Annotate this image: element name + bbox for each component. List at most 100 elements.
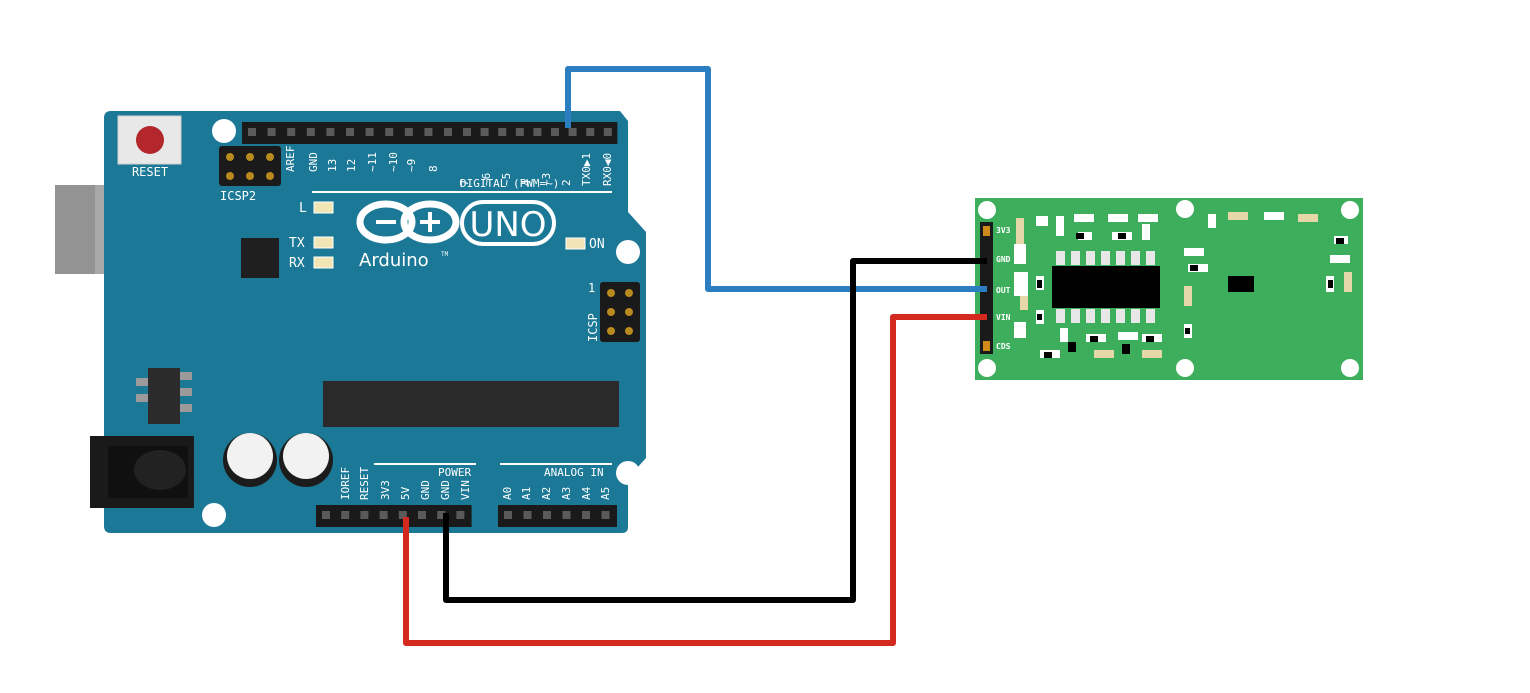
microcontroller-chip [323,381,619,427]
reset-label: RESET [132,165,168,179]
power-pin-label: VIN [459,480,472,500]
mounting-hole [1176,359,1194,377]
brand-label: Arduino [359,250,429,271]
smd-component [1037,280,1042,288]
smd-component [1068,342,1076,352]
digital-pin-label: TX0▶1 [580,153,593,186]
power-pin-label: 5V [399,486,412,500]
sensor-pin-label: OUT [996,286,1011,295]
digital-pin-label: ~9 [405,159,418,172]
analog-pin-label: A5 [599,487,612,500]
smd-component [1336,238,1344,244]
uno-label: UNO [469,205,546,245]
analog-header [498,505,617,527]
sensor-ic-pins [1056,251,1155,323]
header-socket [603,128,612,136]
digital-pin-label: ~6 [480,173,493,186]
wire-ground [443,258,987,603]
led-l-label: L [299,201,307,216]
icsp-label: ICSP [586,313,600,342]
header-socket [523,511,532,519]
smd-component [1184,286,1192,306]
mounting-hole [616,461,640,485]
capacitor [279,433,333,487]
smd-component [1044,352,1052,358]
power-pin-label: GND [419,480,432,500]
arduino-logo-icon [356,200,460,244]
smd-component [1328,280,1333,288]
analog-pin-label: A1 [520,487,533,500]
icsp2-label: ICSP2 [220,189,256,203]
wire-power [403,314,987,646]
ic-pin [1071,251,1080,265]
smd-component [1185,328,1190,334]
smd-component [1090,336,1098,342]
smd-component [1118,233,1126,239]
smd-component [1014,244,1026,264]
header-socket [568,128,577,136]
ic-pin [1056,251,1065,265]
sensor-smd-components [1014,212,1352,358]
digital-pin-label: 13 [326,159,339,172]
digital-pin-label: 8 [427,165,440,172]
reset-button-cap[interactable] [136,126,164,154]
smd-component [1228,212,1248,220]
header-socket [248,128,256,136]
smd-component [1036,216,1048,226]
ic-pin [1116,309,1125,323]
ic-pin [1146,309,1155,323]
ic-pin [1146,251,1155,265]
smd-component [1142,350,1162,358]
digital-header-left [242,122,460,144]
header-socket [586,128,595,136]
sensor-ic [1052,266,1160,308]
ic-pin [1101,309,1110,323]
power-header-body [316,505,472,527]
header-socket [341,511,350,519]
header-socket [360,511,369,519]
wire-signal [565,66,987,292]
smd-component [1060,328,1068,342]
header-socket [346,128,354,136]
mounting-hole [1341,359,1359,377]
smd-component [1108,214,1128,222]
power-pin-label: IOREF [339,467,352,500]
analog-pin-label: A0 [501,487,514,500]
analog-pin-label: A2 [540,487,553,500]
digital-pin-label: 2 [560,179,573,186]
smd-component [1330,255,1350,263]
digital-pin-label: ~3 [540,173,553,186]
capacitor [223,433,277,487]
smd-component [1208,214,1216,228]
mounting-hole [1176,200,1194,218]
smd-component [1076,233,1084,239]
led-rx-label: RX [289,256,305,271]
ic-pin [1086,251,1095,265]
power-pin-label: RESET [358,467,371,500]
digital-pin-label: 12 [345,159,358,172]
ic-pin [1131,251,1140,265]
sensor-pin-label: 3V3 [996,226,1011,235]
led-on [565,237,586,250]
digital-pin-label: 4 [520,179,533,186]
digital-label: DIGITAL (PWM=~) [460,177,559,190]
smd-component [1344,272,1352,292]
led-l [313,201,334,214]
sensor-pcb [975,198,1363,380]
led-tx-label: TX [289,236,305,251]
header-socket [480,128,489,136]
smd-component [1298,214,1318,222]
icsp-pin1-label: 1 [588,281,595,295]
header-socket [385,128,394,136]
digital-pin-label: AREF [284,146,297,173]
uno-badge [460,200,556,246]
usb-chip [241,238,279,278]
digital-pin-label: GND [307,152,320,172]
power-label: POWER [438,466,471,479]
smd-component [1094,350,1114,358]
digital-pin-label: ~5 [500,173,513,186]
header-socket [601,511,610,519]
